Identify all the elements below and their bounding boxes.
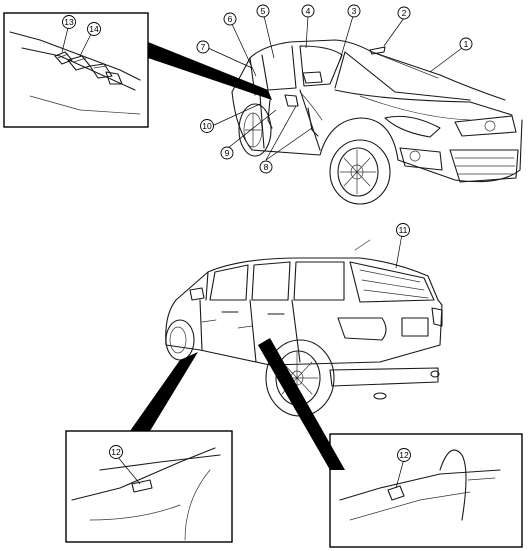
callout-1: 1 xyxy=(459,37,473,51)
callout-11: 11 xyxy=(396,223,410,237)
inset-left-door-switch xyxy=(65,430,233,543)
svg-text:2: 2 xyxy=(402,8,407,18)
inset-right-drawing xyxy=(339,449,501,521)
svg-text:8: 8 xyxy=(264,162,269,172)
callout-6: 6 xyxy=(223,12,237,26)
right-inset-beam xyxy=(258,338,345,470)
front-view-car xyxy=(231,39,523,205)
callout-7: 7 xyxy=(196,40,210,54)
svg-text:6: 6 xyxy=(228,14,233,24)
inset-left-drawing xyxy=(71,447,221,541)
inset-pointer-beam xyxy=(148,42,272,100)
svg-text:1: 1 xyxy=(464,39,469,49)
callout-9: 9 xyxy=(220,146,234,160)
svg-text:11: 11 xyxy=(399,225,408,235)
svg-text:12: 12 xyxy=(111,447,121,457)
callout-4: 4 xyxy=(301,4,315,18)
leader-lines xyxy=(61,15,463,489)
rear-view-car xyxy=(165,239,443,417)
callout-5: 5 xyxy=(256,4,270,18)
svg-text:4: 4 xyxy=(306,6,311,16)
callout-2: 2 xyxy=(397,6,411,20)
svg-text:12: 12 xyxy=(399,450,409,460)
callout-12-left: 12 xyxy=(109,445,123,459)
left-inset-beam xyxy=(130,352,198,431)
svg-text:3: 3 xyxy=(352,6,357,16)
callout-14: 14 xyxy=(87,22,101,36)
callout-3: 3 xyxy=(347,4,361,18)
svg-text:13: 13 xyxy=(64,17,74,27)
inset-switch-drawing xyxy=(9,31,141,115)
callout-12-right: 12 xyxy=(397,448,411,462)
svg-text:7: 7 xyxy=(201,42,206,52)
svg-text:9: 9 xyxy=(225,148,230,158)
svg-text:5: 5 xyxy=(261,6,266,16)
svg-text:10: 10 xyxy=(202,121,212,131)
callout-8: 8 xyxy=(259,160,273,174)
callout-10: 10 xyxy=(200,119,214,133)
svg-text:14: 14 xyxy=(89,24,99,34)
callout-13: 13 xyxy=(62,15,76,29)
inset-right-door-switch xyxy=(329,433,523,548)
